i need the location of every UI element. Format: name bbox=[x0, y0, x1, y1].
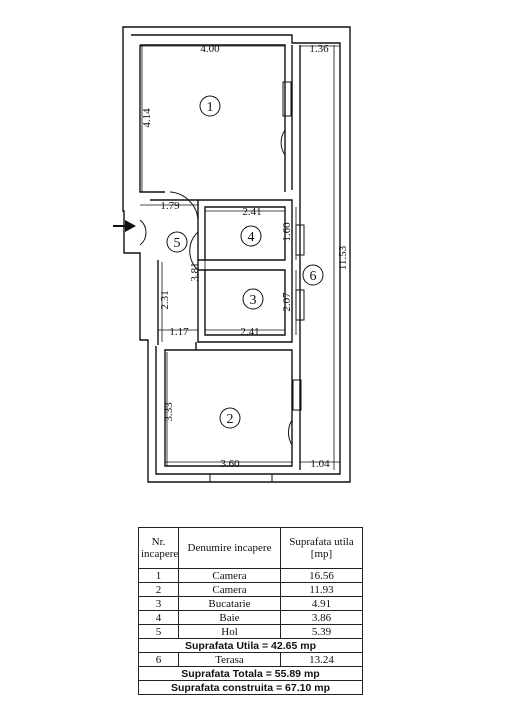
row-area: 3.86 bbox=[280, 610, 363, 625]
row-area: 4.91 bbox=[280, 596, 363, 611]
windows bbox=[209, 81, 305, 483]
dim-room2-height: 3.33 bbox=[163, 402, 175, 422]
row-area: 13.24 bbox=[280, 652, 363, 667]
sum-construita: Suprafata construita = 67.10 mp bbox=[138, 680, 363, 695]
dim-room1-height: 4.14 bbox=[141, 108, 153, 128]
room-number-6: 6 bbox=[310, 269, 317, 284]
walls bbox=[122, 26, 351, 483]
header-area: Suprafata utila [mp] bbox=[280, 527, 363, 569]
row-nr: 5 bbox=[138, 624, 179, 639]
sum-totala: Suprafata Totala = 55.89 mp bbox=[138, 666, 363, 681]
sum-utila: Suprafata Utila = 42.65 mp bbox=[138, 638, 363, 653]
row-name: Baie bbox=[178, 610, 281, 625]
sum-construita-row: Suprafata construita = 67.10 mp bbox=[138, 680, 363, 695]
table-row: 4 Baie 3.86 bbox=[138, 610, 363, 625]
sum-totala-row: Suprafata Totala = 55.89 mp bbox=[138, 666, 363, 681]
row-nr: 2 bbox=[138, 582, 179, 597]
row-area: 16.56 bbox=[280, 568, 363, 583]
room-number-3: 3 bbox=[250, 293, 257, 308]
dim-top-right-width: 1.36 bbox=[309, 43, 329, 55]
dimension-lines bbox=[140, 45, 340, 470]
dim-room3-height: 2.07 bbox=[281, 292, 293, 312]
entrance-arrow-icon bbox=[113, 220, 136, 232]
table-row: 5 Hol 5.39 bbox=[138, 624, 363, 639]
dim-hall-bottom-width: 1.17 bbox=[169, 326, 189, 338]
row-nr: 6 bbox=[138, 652, 179, 667]
sum-utila-row: Suprafata Utila = 42.65 mp bbox=[138, 638, 363, 653]
dim-room5-height: 3.81 bbox=[189, 262, 201, 281]
room-number-4: 4 bbox=[248, 230, 255, 245]
row-nr: 3 bbox=[138, 596, 179, 611]
room-number-5: 5 bbox=[174, 236, 181, 251]
dim-total-height: 11.53 bbox=[337, 245, 349, 270]
dim-top-left-width: 4.00 bbox=[200, 43, 220, 55]
row-name: Hol bbox=[178, 624, 281, 639]
floor-plan: 4.00 1.36 4.14 1.79 2.41 1.60 3.81 2.07 … bbox=[113, 26, 351, 483]
room-number-2: 2 bbox=[227, 412, 234, 427]
row-nr: 4 bbox=[138, 610, 179, 625]
header-nr: Nr. incapere bbox=[138, 527, 179, 569]
dim-room2-width: 3.60 bbox=[220, 458, 240, 470]
dim-room4-width: 2.41 bbox=[242, 206, 261, 218]
area-table: Nr. incapere Denumire incapere Suprafata… bbox=[138, 527, 363, 695]
row-name: Camera bbox=[178, 568, 281, 583]
row-name: Bucatarie bbox=[178, 596, 281, 611]
dim-room4-height: 1.60 bbox=[281, 222, 293, 242]
room-number-1: 1 bbox=[207, 100, 214, 115]
dim-bottom-right-width: 1.04 bbox=[310, 458, 330, 470]
table-row: 3 Bucatarie 4.91 bbox=[138, 596, 363, 611]
dim-hall-width: 1.79 bbox=[160, 200, 180, 212]
table-header-row: Nr. incapere Denumire incapere Suprafata… bbox=[138, 527, 363, 569]
doors bbox=[139, 129, 293, 446]
row-name: Camera bbox=[178, 582, 281, 597]
row-area: 11.93 bbox=[280, 582, 363, 597]
table-row: 2 Camera 11.93 bbox=[138, 582, 363, 597]
room-labels bbox=[166, 95, 324, 429]
dim-hall-lower-height: 2.31 bbox=[159, 290, 171, 309]
row-name: Terasa bbox=[178, 652, 281, 667]
dim-room3-width: 2.41 bbox=[240, 326, 259, 338]
row-area: 5.39 bbox=[280, 624, 363, 639]
row-nr: 1 bbox=[138, 568, 179, 583]
table-row: 1 Camera 16.56 bbox=[138, 568, 363, 583]
table-row: 6 Terasa 13.24 bbox=[138, 652, 363, 667]
header-name: Denumire incapere bbox=[178, 527, 281, 569]
